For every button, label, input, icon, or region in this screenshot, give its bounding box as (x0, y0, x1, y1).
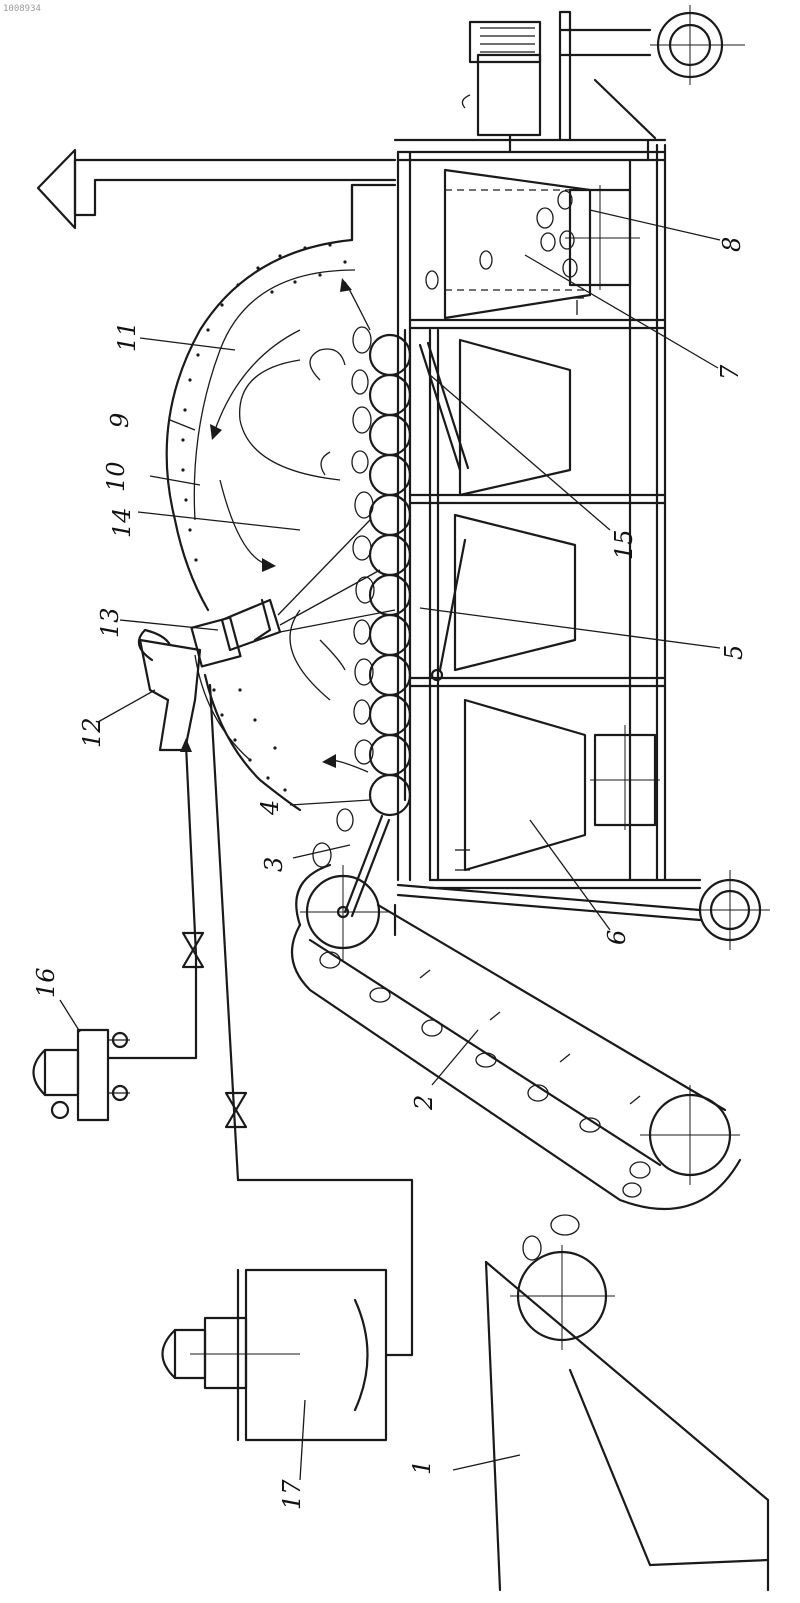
label-11: 11 (113, 321, 141, 352)
bin-15 (420, 340, 570, 495)
airflow-arrows (210, 278, 370, 772)
label-10: 10 (102, 461, 130, 492)
tank-17 (163, 1180, 413, 1440)
label-2: 2 (410, 1095, 438, 1111)
deposit-dots (181, 243, 346, 791)
bin-7 (426, 170, 590, 318)
label-5: 5 (720, 645, 748, 660)
dome-hood-9 (38, 150, 395, 810)
tubers-on-rollers (313, 327, 374, 867)
figure-id: 1008934 (3, 4, 41, 14)
label-14: 14 (108, 507, 136, 538)
wheel-bottom (395, 870, 770, 950)
label-13: 13 (96, 607, 124, 638)
leaders (60, 210, 720, 1480)
part-labels: 1 2 3 4 5 6 7 8 9 10 11 12 13 14 15 16 1… (32, 237, 748, 1510)
label-17: 17 (278, 1479, 306, 1510)
label-15: 15 (610, 529, 638, 560)
label-9: 9 (106, 413, 134, 428)
label-16: 16 (32, 967, 60, 998)
label-7: 7 (716, 364, 744, 380)
label-3: 3 (260, 857, 288, 872)
nozzle-13 (222, 600, 280, 650)
label-6: 6 (603, 930, 631, 945)
liquid-line (210, 685, 246, 1180)
feed-hopper-1 (486, 1215, 768, 1590)
air-line (180, 738, 203, 967)
bin-middle (432, 515, 575, 680)
label-4: 4 (256, 800, 284, 816)
conveyor-2 (292, 865, 740, 1209)
wheel-top (560, 5, 745, 140)
label-8: 8 (718, 237, 746, 252)
label-12: 12 (78, 717, 106, 748)
motor-top (462, 22, 540, 152)
label-1: 1 (408, 1460, 436, 1475)
spray-cone-14 (278, 520, 395, 632)
